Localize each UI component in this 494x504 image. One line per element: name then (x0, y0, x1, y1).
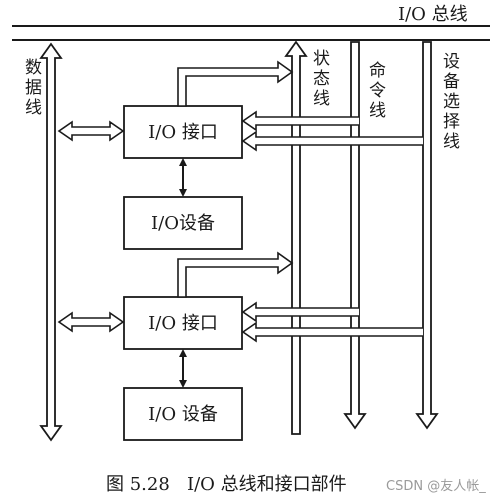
io-bus-title: I/O 总线 (398, 4, 468, 25)
status-output-arrow (177, 60, 294, 107)
status-line-arrow (284, 40, 308, 435)
device-select-line-label: 设备选择线 (443, 52, 460, 152)
io-device-label: I/O设备 (151, 213, 215, 234)
io-interface-box (123, 105, 243, 159)
figure-caption: 图 5.28 I/O 总线和接口部件 (106, 474, 347, 495)
data-link-arrow (57, 311, 125, 333)
data-line-label: 数据线 (25, 58, 42, 118)
data-line-arrow (39, 42, 63, 442)
command-line-arrow (343, 41, 367, 430)
command-input-arrow (241, 301, 359, 323)
status-line-label: 状态线 (313, 49, 330, 109)
watermark: CSDN @友人帐_ (386, 478, 486, 494)
io-interface-label: I/O 接口 (148, 122, 218, 143)
io-device-box (123, 387, 243, 441)
interface-group-1: I/O 接口 I/O设备 (57, 60, 423, 250)
command-input-arrow (241, 110, 359, 132)
command-line-label: 命令线 (369, 61, 386, 121)
status-output-arrow (177, 251, 294, 298)
device-select-line-arrow (415, 41, 439, 430)
io-device-label: I/O 设备 (148, 404, 218, 425)
io-device-box (123, 196, 243, 250)
interface-group-2: I/O 接口 I/O 设备 (57, 251, 423, 441)
select-input-arrow (241, 321, 423, 343)
select-input-arrow (241, 130, 423, 152)
io-interface-label: I/O 接口 (148, 313, 218, 334)
data-link-arrow (57, 120, 125, 142)
